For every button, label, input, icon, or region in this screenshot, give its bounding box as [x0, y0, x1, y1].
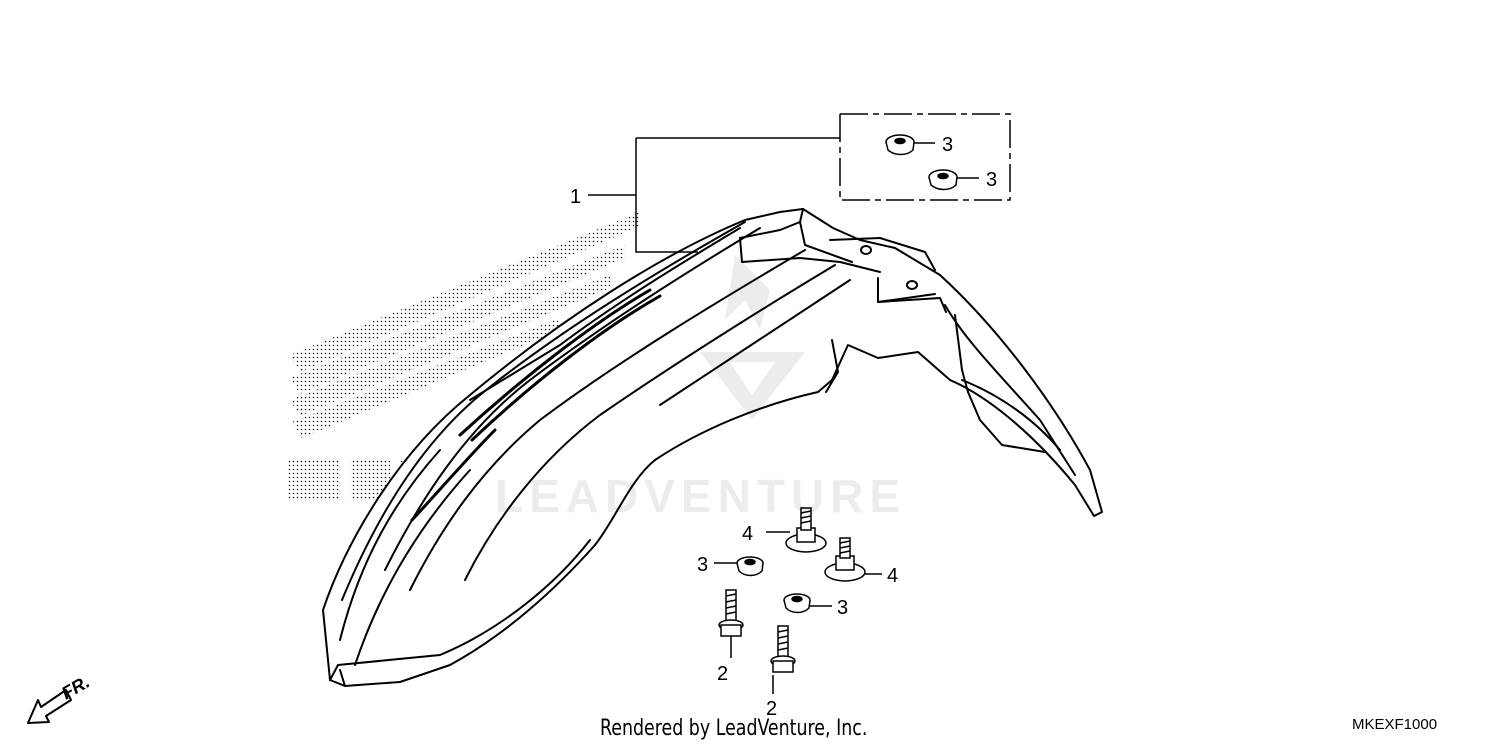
front-fender: [322, 208, 1103, 687]
flange-bolt-part: [770, 625, 796, 694]
front-direction-arrow-icon: FR.: [27, 672, 93, 724]
callout-nut-top: 3: [942, 134, 953, 156]
kit-leaders: [588, 113, 1011, 253]
callout-nut-left: 3: [697, 554, 708, 576]
nut-part: [928, 169, 979, 191]
washer-bolt-part: [766, 507, 827, 553]
nut-part: [714, 556, 764, 577]
leadventure-logo: [700, 255, 805, 420]
callout-bolt-right: 2: [766, 698, 777, 720]
callout-nut-top-right: 3: [986, 169, 997, 191]
watermark-text: LEADVENTURE: [495, 470, 906, 522]
callout-washer-bolt-right: 4: [887, 565, 898, 587]
callout-washer-bolt-left: 4: [742, 523, 753, 545]
washer-bolt-part: [824, 537, 882, 582]
footer-credit: Rendered by LeadVenture, Inc.: [600, 716, 868, 741]
callout-fender: 1: [570, 186, 581, 208]
nut-part: [885, 134, 935, 156]
nut-part: [783, 593, 832, 614]
diagram-code: MKEXF1000: [1352, 716, 1438, 733]
callout-nut-right: 3: [837, 597, 848, 619]
callout-bolt-left: 2: [717, 663, 728, 685]
flange-bolt-part: [718, 589, 744, 658]
